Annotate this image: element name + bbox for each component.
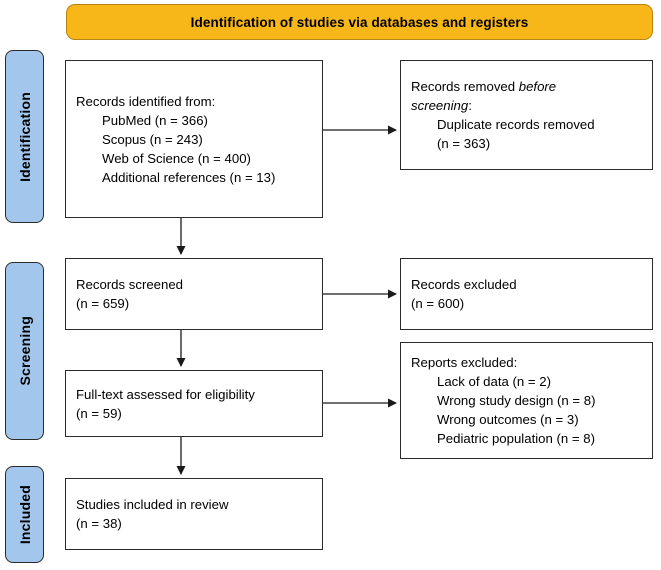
box-records-identified-heading: Records identified from:: [76, 93, 216, 109]
stage-bar-identification: Identification: [5, 50, 44, 223]
box-fulltext-assessed-count: (n = 59): [76, 405, 122, 421]
box-fulltext-assessed: Full-text assessed for eligibility (n = …: [65, 370, 323, 437]
box-fulltext-assessed-heading: Full-text assessed for eligibility: [76, 386, 255, 402]
box-reports-excluded: Reports excluded: Lack of data (n = 2) W…: [400, 342, 653, 459]
stage-label-screening: Screening: [16, 316, 33, 386]
diagram-header-title: Identification of studies via databases …: [190, 14, 529, 30]
box-reports-excluded-item-pediatric-population: Pediatric population (n = 8): [437, 431, 595, 446]
box-records-screened-heading: Records screened: [76, 277, 184, 292]
box-records-excluded: Records excluded (n = 600): [400, 258, 653, 330]
box-records-identified-item-pubmed: PubMed (n = 366): [102, 112, 208, 128]
box-reports-excluded-item-lack-of-data: Lack of data (n = 2): [437, 374, 551, 389]
stage-label-included: Included: [16, 484, 33, 545]
stage-bar-included: Included: [5, 466, 44, 563]
box-records-removed-item-duplicates: Duplicate records removed: [437, 117, 595, 132]
box-records-removed-heading-line1: Records removed before: [411, 77, 642, 96]
box-records-removed-heading-italic-screening: screening: [411, 98, 469, 113]
box-records-screened-count: (n = 659): [76, 296, 130, 311]
box-records-removed-heading-italic-before: before: [518, 79, 557, 94]
box-records-identified-item-scopus: Scopus (n = 243): [102, 131, 203, 147]
box-reports-excluded-item-wrong-outcomes: Wrong outcomes (n = 3): [437, 412, 579, 427]
box-records-identified-item-additional-references: Additional references (n = 13): [102, 169, 276, 185]
box-records-removed-heading-plain: Records removed: [411, 79, 519, 94]
box-studies-included-heading: Studies included in review: [76, 497, 229, 512]
box-records-screened: Records screened (n = 659): [65, 258, 323, 330]
box-records-removed: Records removed before screening: Duplic…: [400, 60, 653, 170]
stage-bar-screening: Screening: [5, 262, 44, 440]
box-studies-included: Studies included in review (n = 38): [65, 478, 323, 550]
box-reports-excluded-item-wrong-study-design: Wrong study design (n = 8): [437, 393, 596, 408]
box-records-removed-item-count: (n = 363): [437, 136, 491, 151]
diagram-header-banner: Identification of studies via databases …: [66, 4, 653, 40]
box-records-removed-heading-colon: :: [468, 98, 472, 113]
box-reports-excluded-heading: Reports excluded:: [411, 355, 518, 370]
box-records-identified-item-web-of-science: Web of Science (n = 400): [102, 150, 251, 166]
box-studies-included-count: (n = 38): [76, 516, 122, 531]
box-records-identified: Records identified from: PubMed (n = 366…: [65, 60, 323, 218]
stage-label-identification: Identification: [16, 91, 33, 182]
box-records-removed-heading-line2: screening:: [411, 96, 642, 115]
box-records-excluded-count: (n = 600): [411, 296, 465, 311]
box-records-excluded-heading: Records excluded: [411, 277, 517, 292]
